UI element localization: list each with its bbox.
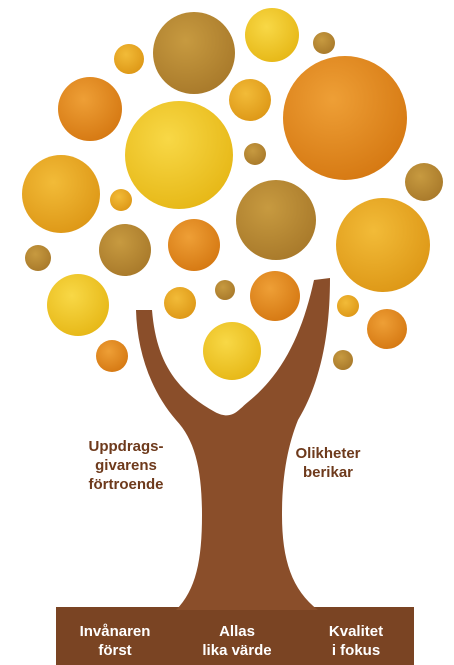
- trunk-label-left: Uppdrags- givarens förtroende: [88, 438, 164, 493]
- leaf-circle: [125, 101, 233, 209]
- leaf-circle: [96, 340, 128, 372]
- leaf-circle: [236, 180, 316, 260]
- leaf-circle: [25, 245, 51, 271]
- leaf-circle: [229, 79, 271, 121]
- tree-canopy: [22, 8, 443, 380]
- trunk-label-right: Olikheter berikar: [295, 445, 361, 481]
- leaf-circle: [110, 189, 132, 211]
- ground-bar: [56, 607, 414, 665]
- leaf-circle: [153, 12, 235, 94]
- leaf-circle: [114, 44, 144, 74]
- leaf-circle: [333, 350, 353, 370]
- root-label-center: Allas lika värde: [202, 623, 272, 659]
- leaf-circle: [313, 32, 335, 54]
- leaf-circle: [47, 274, 109, 336]
- leaf-circle: [22, 155, 100, 233]
- leaf-circle: [283, 56, 407, 180]
- leaf-circle: [245, 8, 299, 62]
- leaf-circle: [168, 219, 220, 271]
- leaf-circle: [367, 309, 407, 349]
- leaf-circle: [244, 143, 266, 165]
- leaf-circle: [203, 322, 261, 380]
- leaf-circle: [164, 287, 196, 319]
- leaf-circle: [405, 163, 443, 201]
- root-label-left: Invånaren först: [79, 623, 151, 659]
- leaf-circle: [336, 198, 430, 292]
- tree-trunk: [136, 278, 330, 610]
- leaf-circle: [99, 224, 151, 276]
- leaf-circle: [250, 271, 300, 321]
- root-label-right: Kvalitet i fokus: [328, 623, 384, 659]
- leaf-circle: [58, 77, 122, 141]
- leaf-circle: [215, 280, 235, 300]
- leaf-circle: [337, 295, 359, 317]
